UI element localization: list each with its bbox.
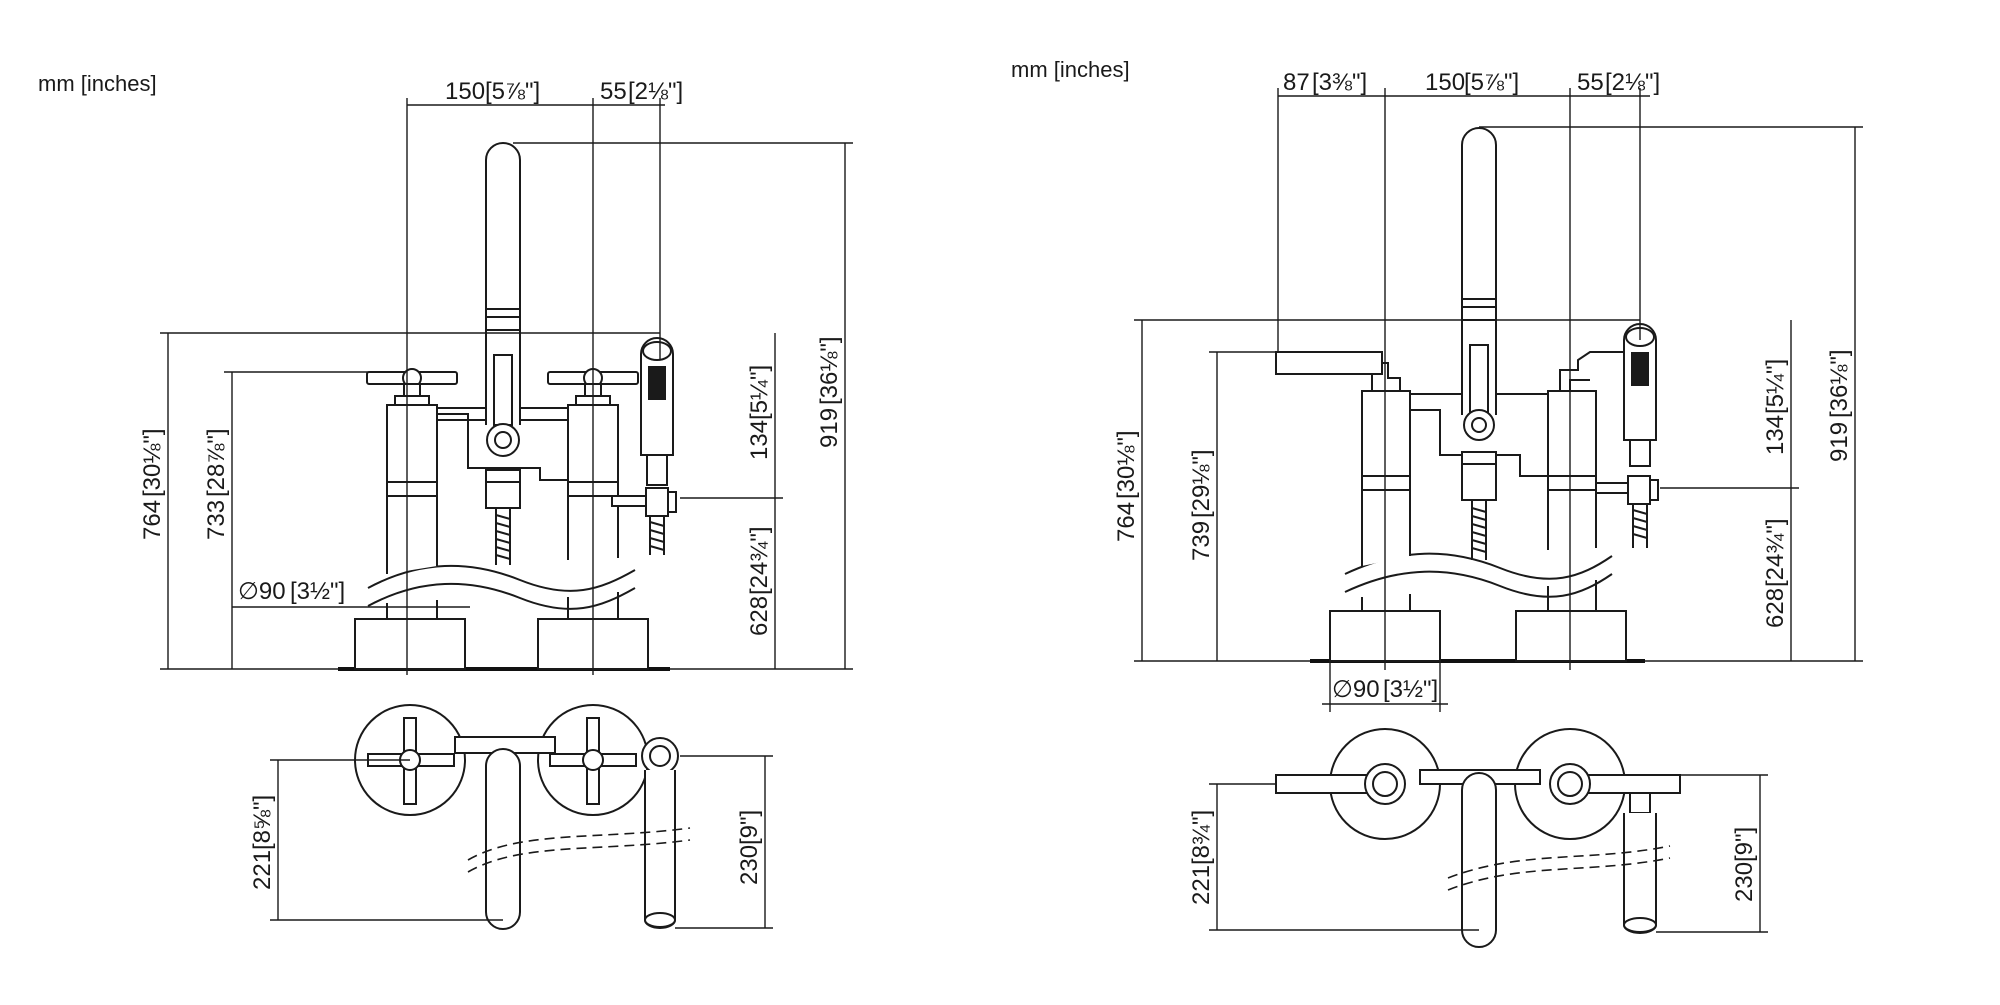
dim-total-height-in-right: [30⅛"] (1113, 430, 1140, 499)
dim-projection-right: 221 (1188, 865, 1215, 905)
dim-total-height-right: 764 (1113, 502, 1140, 542)
dim-spout-height-in: [36⅛"] (816, 336, 843, 405)
dim-projection-in-right: [8¾"] (1188, 810, 1215, 865)
right-dimensions: 87 [3⅜"] 150 [5⅞"] 55 [2⅛"] 764 [30⅛"] 7… (1113, 69, 1863, 712)
left-plan-view: 221 [8⅝"] 230 [9"] (249, 704, 773, 930)
dim-projection: 221 (249, 850, 276, 890)
left-base-block (354, 618, 466, 670)
left-lever-handle (1275, 351, 1401, 391)
right-front-elevation (1275, 127, 1659, 663)
break-line-lower (367, 582, 636, 610)
dim-diameter: ∅90 (238, 578, 286, 605)
left-hand-shower (611, 337, 677, 555)
dim-handle-height-in-right: [29⅛"] (1188, 449, 1215, 518)
dim-handle-height-right: 739 (1188, 521, 1215, 561)
units-label-right: mm [inches] (1011, 57, 1130, 82)
dim-shower-height: 628 (746, 596, 773, 636)
dim-offset: 55 (600, 78, 627, 105)
dim-shower-drop: 134 (746, 420, 773, 460)
dim-spout-height: 919 (816, 408, 843, 448)
dim-spread-in: [5⅞"] (485, 78, 540, 105)
left-spout (485, 142, 521, 565)
dim-shower-projection-in-right: [9"] (1731, 827, 1758, 862)
break-line-upper (367, 564, 636, 592)
left-drawing: mm [inches] (38, 71, 853, 930)
dim-offset-in: [2⅛"] (628, 78, 683, 105)
dim-shower-height-in: [24¾"] (746, 526, 773, 595)
left-dimensions: 150 [5⅞"] 55 [2⅛"] 764 [30⅛"] 733 [28⅞"]… (139, 78, 853, 675)
dim-diameter-right: ∅90 (1332, 676, 1380, 703)
right-hand-shower (1595, 323, 1659, 548)
units-label-left: mm [inches] (38, 71, 157, 96)
right-drawing: mm [inches] (1011, 57, 1863, 948)
dim-handle-height-in: [28⅞"] (203, 428, 230, 497)
dim-offset-right: 55 (1577, 69, 1604, 96)
dim-spout-height-in-right: [36⅛"] (1826, 349, 1853, 418)
dim-diameter-in-right: [3½"] (1383, 676, 1438, 703)
dim-offset-in-right: [2⅛"] (1605, 69, 1660, 96)
dim-spread-in-right: [5⅞"] (1464, 69, 1519, 96)
left-front-elevation (338, 142, 677, 671)
dim-shower-height-in-right: [24¾"] (1762, 518, 1789, 587)
dim-projection-in: [8⅝"] (249, 795, 276, 850)
dim-lever: 87 (1283, 69, 1310, 96)
dim-total-height: 764 (139, 500, 166, 540)
dim-shower-projection-right: 230 (1731, 862, 1758, 902)
dim-spread-right: 150 (1425, 69, 1465, 96)
dim-shower-drop-in-right: [5¼"] (1762, 359, 1789, 414)
dim-shower-height-right: 628 (1762, 588, 1789, 628)
dim-spread: 150 (445, 78, 485, 105)
dim-total-height-in: [30⅛"] (139, 428, 166, 497)
left-cross-handle (366, 368, 458, 406)
right-spout (1461, 127, 1497, 560)
dim-spout-height-right: 919 (1826, 422, 1853, 462)
dim-diameter-in: [3½"] (290, 578, 345, 605)
dim-shower-drop-in: [5¼"] (746, 365, 773, 420)
dim-lever-in: [3⅜"] (1312, 69, 1367, 96)
dim-shower-drop-right: 134 (1762, 415, 1789, 455)
dim-handle-height: 733 (203, 500, 230, 540)
dim-shower-projection: 230 (736, 845, 763, 885)
dim-shower-projection-in: [9"] (736, 810, 763, 845)
right-plan-view: 221 [8¾"] 230 [9"] (1188, 728, 1768, 948)
